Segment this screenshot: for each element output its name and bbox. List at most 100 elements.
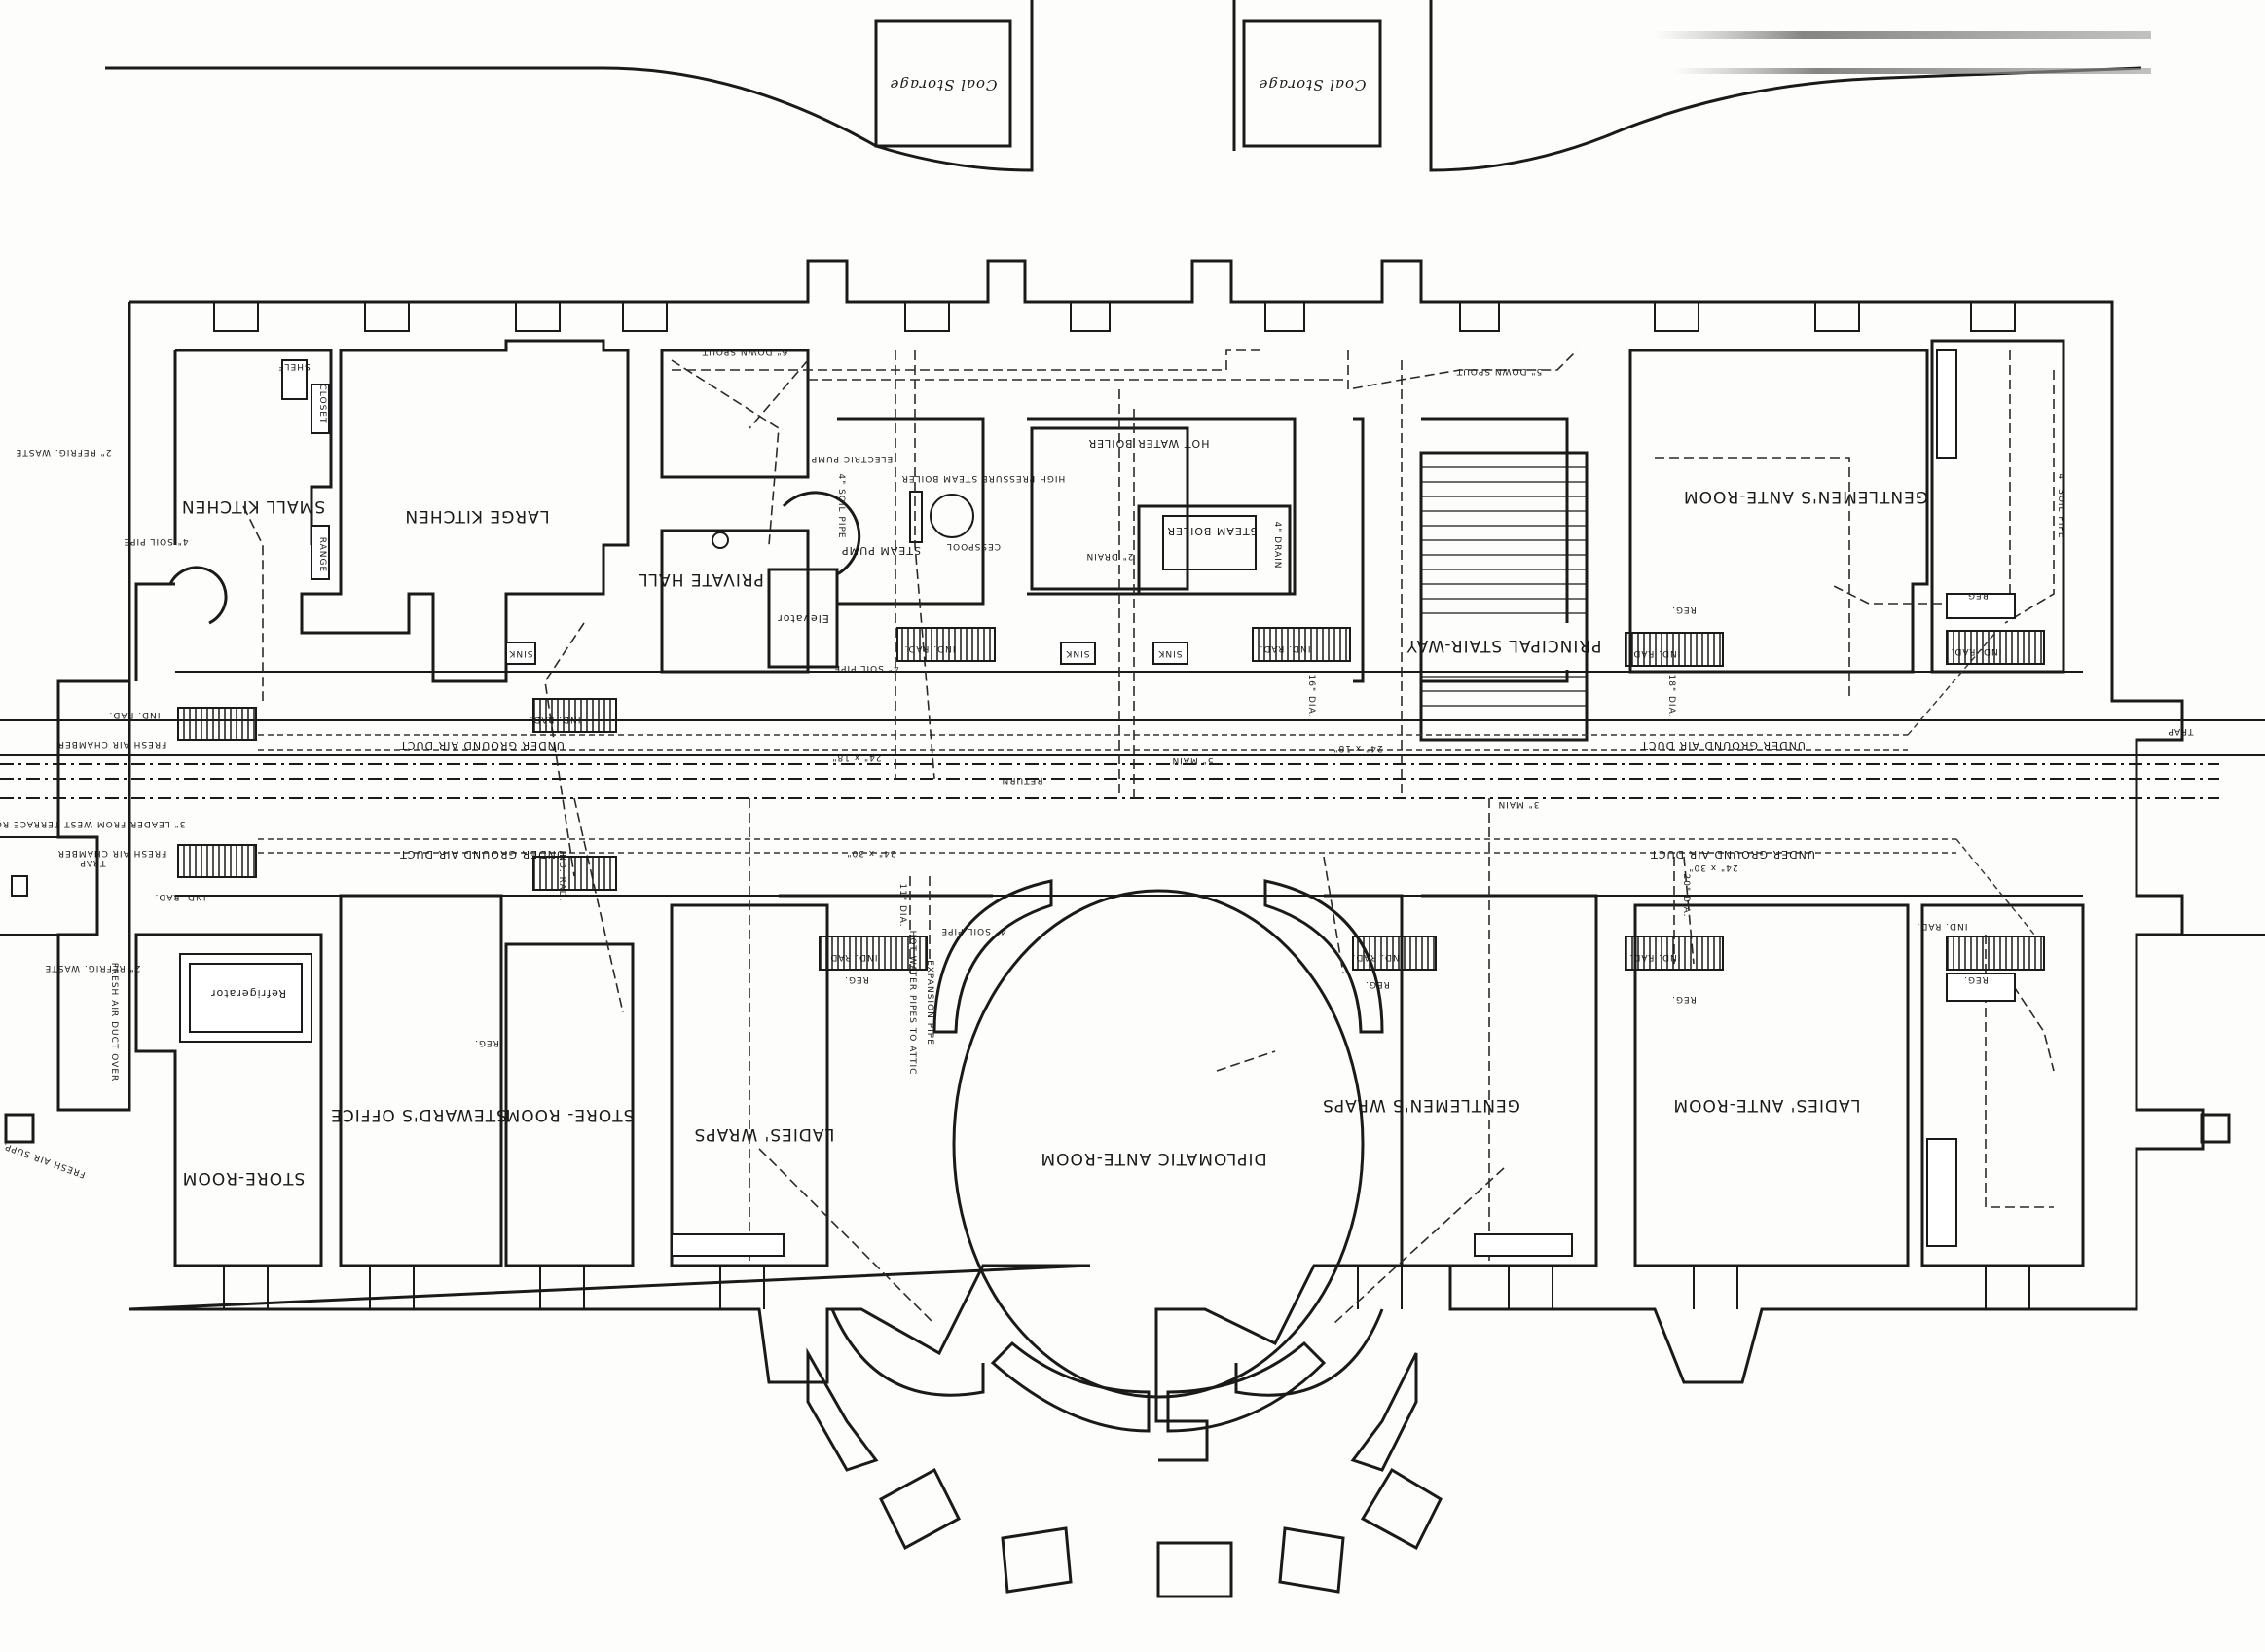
label-soil-pipe-3: 4" SOIL PIPE (833, 663, 898, 673)
label-dia-11: 11" DIA. (897, 884, 907, 928)
north-drive (105, 0, 2151, 172)
label-soil-pipe-4: 4" SOIL PIPE (940, 926, 1005, 936)
label-main-1: 5" MAIN (1171, 755, 1213, 765)
label-small-kitchen: SMALL KITCHEN (181, 496, 325, 516)
label-soil-pipe-1: 4" SOIL PIPE (123, 536, 188, 546)
label-rad-4: IND. RAD. (557, 851, 566, 902)
label-duct-upper-left: UNDER GROUND AIR DUCT (399, 739, 565, 752)
label-fresh-air-supply: FRESH AIR SUPP. (1, 1140, 87, 1179)
coal-storage-left: Coal Storage (874, 19, 1012, 148)
label-range: RANGE (317, 537, 327, 572)
label-dia-18: 18" DIA. (1666, 675, 1676, 718)
coal-storage-label-right: Coal Storage (1259, 76, 1367, 93)
equipment-labels: HOT WATER BOILER STEAM BOILER HIGH PRESS… (277, 361, 1257, 1075)
label-duct-upper-right: UNDER GROUND AIR DUCT (1640, 739, 1806, 752)
label-rad-5: IND. RAD. (904, 643, 956, 653)
label-refrig-waste: 2" REFRIG. WASTE (16, 447, 112, 457)
label-shelf: SHELF (277, 361, 310, 371)
label-reg-5: REG. (1365, 979, 1390, 989)
label-closet: CLOSET (317, 385, 327, 424)
label-electric-pump: ELECTRIC PUMP (811, 454, 893, 463)
label-rad-1: IND. RAD. (109, 710, 161, 719)
label-reg-1: REG. (1671, 605, 1697, 614)
label-gentlemens-anteroom: GENTLEMEN'S ANTE-ROOM (1683, 487, 1928, 506)
label-principal-stairway: PRINCIPAL STAIR-WAY (1406, 636, 1602, 655)
label-rad-8: IND. RAD. (1352, 952, 1404, 962)
label-gentlemens-wraps: GENTLEMEN'S WRAPS (1322, 1095, 1520, 1115)
label-elevator: Elevator (777, 612, 829, 625)
coal-storage-right: Coal Storage (1242, 19, 1382, 148)
fresh-air-intake-right (2200, 1113, 2231, 1144)
label-sink-boiler: SINK (1157, 648, 1182, 658)
label-sink-hall: SINK (1065, 648, 1089, 658)
radiator-labels: IND. RAD. IND. RAD. IND. RAD. IND. RAD. … (109, 643, 2002, 962)
fresh-air-intake-left (4, 1113, 35, 1144)
label-duct-24x30-a: 24" x 30" (846, 848, 895, 858)
small-box (11, 875, 28, 897)
label-main-2: 3" MAIN (1497, 799, 1539, 809)
label-reg-4: REG. (844, 974, 869, 984)
label-soil-pipe-2: 4" SOIL PIPE (836, 473, 846, 538)
label-fresh-air-duct: FRESH AIR DUCT OVER (109, 963, 119, 1083)
label-soil-pipe-5: 4" SOIL PIPE (2056, 473, 2065, 538)
register-labels: REG. REG. REG. REG. REG. REG. REG. (474, 590, 1989, 1047)
label-dia-20: 20" DIA. (1681, 874, 1691, 918)
label-drain: 2" DRAIN (1085, 551, 1133, 561)
principal-stairway (1419, 451, 1589, 742)
scan-streak (1655, 31, 2151, 39)
label-refrigerator: Refrigerator (210, 987, 286, 1000)
label-high-pressure-boiler: HIGH PRESSURE STEAM BOILER (901, 473, 1066, 483)
label-expansion-pipe: EXPANSION PIPE (925, 960, 934, 1046)
label-reg-6: REG. (1671, 994, 1697, 1004)
label-rad-3: IND. RAD. (530, 715, 581, 724)
label-private-hall: PRIVATE HALL (638, 569, 764, 589)
label-reg-2: REG. (1963, 590, 1989, 600)
label-rad-10: IND. RAD. (1629, 952, 1681, 962)
label-down-spout-right: 5" DOWN SPOUT (1456, 366, 1543, 376)
boiler-room (909, 426, 1292, 596)
label-hot-water-pipes: HOT WATER PIPES TO ATTIC (907, 931, 917, 1076)
label-rad-6: IND. RAD. (826, 952, 878, 962)
mains-corridor (0, 632, 2219, 936)
label-hot-water-boiler: HOT WATER BOILER (1088, 437, 1210, 450)
radiators (177, 627, 2045, 971)
elevator-shaft (767, 568, 839, 669)
pipe-runs (242, 349, 2055, 1325)
room-labels: SMALL KITCHEN LARGE KITCHEN PRIVATE HALL… (181, 487, 1928, 1188)
label-leader-west: 3" LEADER FROM WEST TERRACE ROOF (0, 819, 185, 828)
label-store-room: STORE-ROOM (182, 1168, 306, 1188)
label-duct-lower-right: UNDER GROUND AIR DUCT (1650, 848, 1815, 861)
label-steam-boiler: STEAM BOILER (1166, 525, 1257, 537)
label-stewards-office: STEWARD'S OFFICE (330, 1105, 507, 1124)
label-duct-24x18-a: 24" x 18" (831, 753, 881, 762)
label-ladies-anteroom: LADIES' ANTE-ROOM (1672, 1095, 1860, 1115)
label-ladies-wraps: LADIES' WRAPS (694, 1124, 835, 1144)
label-drain-2: 4" DRAIN (1272, 521, 1282, 569)
label-rad-12: IND. RAD. (1917, 921, 1968, 931)
label-duct-24x30-b: 24" x 30" (1688, 863, 1737, 872)
label-large-kitchen: LARGE KITCHEN (404, 506, 549, 526)
label-trap-2: TRAP (2168, 726, 2195, 736)
label-rad-2: IND. RAD. (155, 892, 206, 901)
spiral-stairs (168, 491, 861, 625)
interior-walls (58, 339, 2137, 1267)
label-cesspool: CESSPOOL (946, 541, 1001, 551)
label-refrig-waste-2: 2" REFRIG. WASTE (45, 963, 141, 973)
label-sink-kitchen: SINK (508, 648, 532, 658)
label-reg-7: REG. (1963, 974, 1989, 984)
oval-room-wall (952, 889, 1365, 1399)
south-bow (806, 879, 1443, 1598)
label-diplomatic-anteroom: DIPLOMATIC ANTE-ROOM (1040, 1149, 1266, 1168)
scan-streak (1674, 68, 2151, 74)
label-return: RETURN (1001, 775, 1042, 785)
fixtures (179, 349, 2016, 1257)
label-duct-lower-left: UNDER GROUND AIR DUCT (399, 848, 565, 861)
label-fresh-air-chamber-2: FRESH AIR CHAMBER (57, 848, 166, 858)
label-rad-9: IND. RAD. (1629, 648, 1681, 658)
pipe-note-labels: 6" DOWN SPOUT 5" DOWN SPOUT 2" REFRIG. W… (0, 347, 2194, 973)
label-steam-pump: STEAM PUMP (841, 544, 921, 557)
label-dia-16: 16" DIA. (1306, 675, 1316, 718)
label-fresh-air-chamber: FRESH AIR CHAMBER (57, 739, 166, 749)
